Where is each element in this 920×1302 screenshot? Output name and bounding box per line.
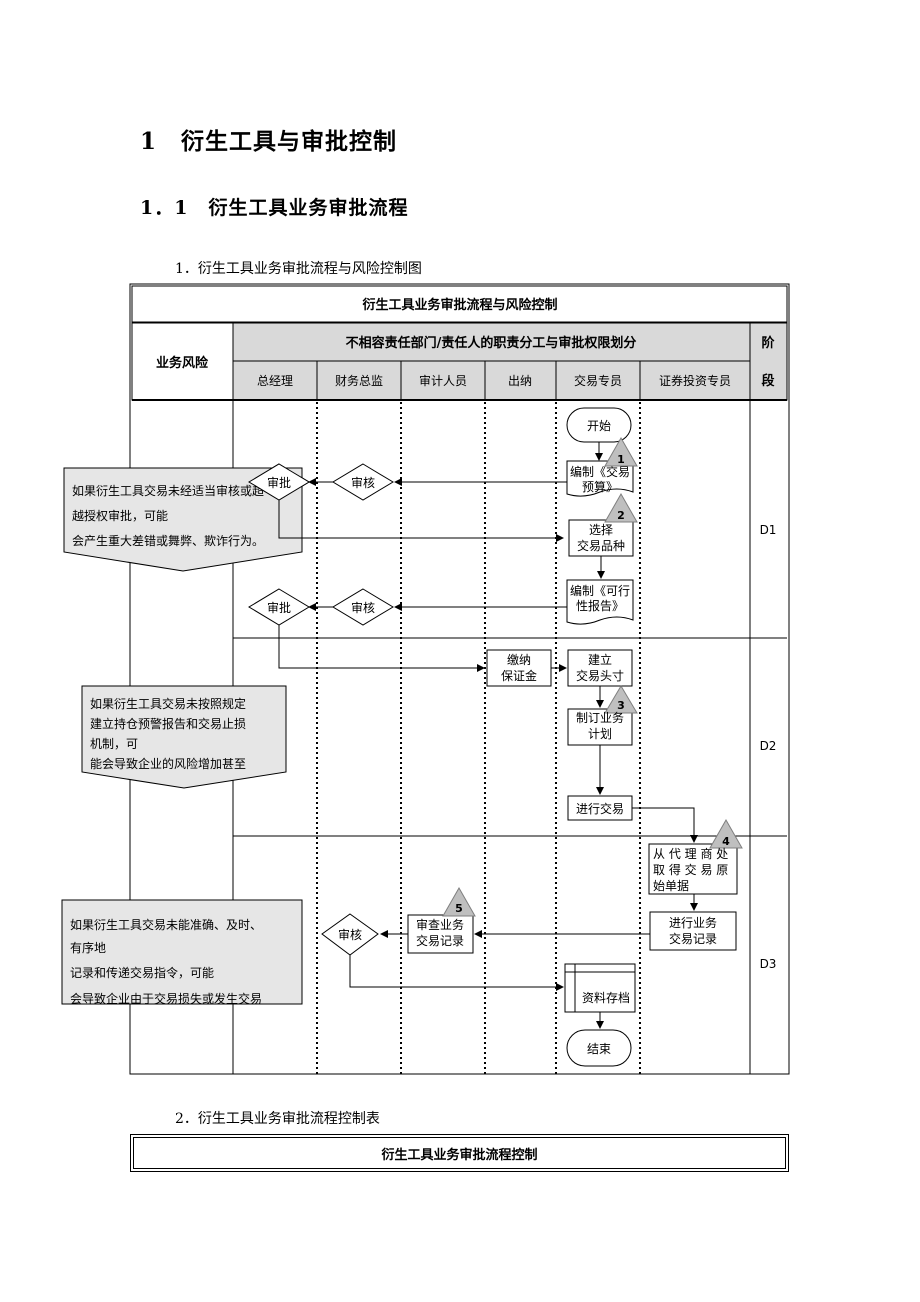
risk1-line3: 会产生重大差错或舞弊、欺诈行为。 [72,533,264,548]
risk3-line4: 会导致企业由于交易损失或发生交易 [70,991,262,1006]
audit-record-node [407,914,474,954]
review-a-label: 审核 [351,475,375,490]
margin-label-1: 缴纳 [507,652,531,667]
risk-header: 业务风险 [156,355,209,371]
lane-general-manager: 总经理 [257,374,293,388]
archive-label: 资料存档 [582,991,630,1005]
chart-title: 衍生工具业务审批流程与风险控制 [361,297,557,313]
review-b-label: 审核 [351,600,375,615]
control-point-marker-3 [604,685,638,714]
agent-label-3: 始单据 [653,879,689,893]
review-decision-a [332,463,394,501]
select-label-2: 交易品种 [577,538,625,553]
agent-label-2: 取 得 交 易 原 [653,862,728,877]
margin-node [486,649,552,687]
risk-callout-2 [81,685,287,789]
risk2-line4: 能会导致企业的风险增加甚至 [90,756,246,771]
open-label-1: 建立 [588,652,612,667]
marker-4-label: 4 [722,835,730,848]
lane-auditor: 审计人员 [419,373,467,388]
agent-documents-node [648,843,738,895]
budget-label-2: 预算》 [582,479,618,494]
record-label-2: 交易记录 [669,931,717,946]
trade-label: 进行交易 [576,801,624,816]
plan-label-2: 计划 [588,727,612,741]
select-product-node [568,519,634,557]
section-heading: 1 衍生工具与审批控制 [140,128,398,155]
lane-trader: 交易专员 [574,373,622,388]
start-label: 开始 [587,419,611,433]
open-position-node [567,649,633,687]
stage-header-bottom: 段 [761,373,774,389]
approve-a-label: 审批 [267,475,291,490]
control-point-marker-4 [709,818,743,849]
review-c-label: 审核 [338,927,362,942]
risk-callout-3 [61,899,303,1005]
stage-header-top: 阶 [761,335,775,351]
marker-5-label: 5 [455,902,463,915]
audit-label-2: 交易记录 [416,933,464,948]
dept-header: 不相容责任部门/责任人的职责分工与审批权限划分 [346,335,637,351]
subsection-heading: 1．1 衍生工具业务审批流程 [140,197,409,219]
control-point-marker-5 [442,886,476,917]
stage-d3: D3 [760,957,777,971]
margin-label-2: 保证金 [501,668,537,683]
control-point-marker-2 [604,492,638,523]
risk2-line3: 机制，可 [90,737,138,751]
lane-securities-specialist: 证券投资专员 [659,373,731,388]
marker-1-label: 1 [617,453,625,466]
stage-d2: D2 [760,739,777,753]
control-table: 衍生工具业务审批流程控制 [130,1134,789,1172]
plan-label-1: 制订业务 [576,710,624,725]
risk-callout-1 [63,467,303,572]
budget-document-node [566,460,634,497]
select-label-1: 选择 [589,523,613,537]
risk1-line2: 越授权审批，可能 [72,508,168,523]
budget-label-1: 编制《交易 [570,464,630,479]
risk2-line2: 建立持仓预警报告和交易止损 [90,716,246,731]
agent-label-1: 从 代 理 商 处 [653,846,728,861]
approve-b-label: 审批 [267,600,291,615]
risk3-line2: 有序地 [70,940,106,955]
record-label-1: 进行业务 [669,915,717,930]
risk1-line1: 如果衍生工具交易未经适当审核或超 [72,483,264,498]
marker-2-label: 2 [617,509,625,522]
risk2-line1: 如果衍生工具交易未按照规定 [90,696,246,711]
lane-cfo: 财务总监 [335,373,383,388]
end-label: 结束 [587,1042,611,1056]
table-caption: 2．衍生工具业务审批流程控制表 [175,1111,380,1127]
lane-cashier: 出纳 [508,374,532,388]
risk3-line3: 记录和传递交易指令，可能 [70,965,214,980]
control-table-title: 衍生工具业务审批流程控制 [133,1137,786,1169]
end-node [566,1029,632,1067]
figure-caption: 1．衍生工具业务审批流程与风险控制图 [175,261,422,277]
review-decision-b [332,588,394,626]
stage-d1: D1 [760,523,777,537]
risk3-line1: 如果衍生工具交易未能准确、及时、 [70,917,262,932]
feasibility-document-node [566,579,634,625]
feas-label-1: 编制《可行 [570,583,630,598]
audit-label-1: 审查业务 [416,917,464,932]
open-label-2: 交易头寸 [576,668,624,683]
control-point-marker-1 [604,436,638,467]
record-node [649,911,737,951]
marker-3-label: 3 [617,699,625,712]
feas-label-2: 性报告》 [576,598,624,613]
